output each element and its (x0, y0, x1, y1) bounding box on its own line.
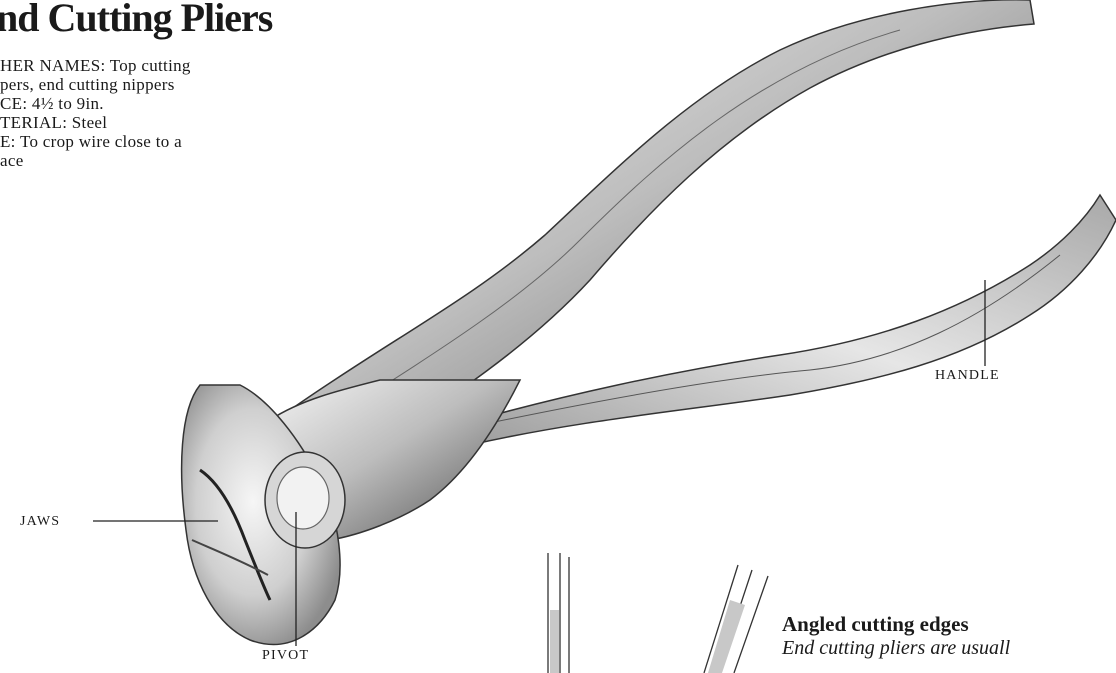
spec-other-names: HER NAMES: Top cutting (0, 56, 320, 75)
spec-list: HER NAMES: Top cutting pers, end cutting… (0, 56, 320, 170)
caption-text: End cutting pliers are usuall (782, 637, 1116, 659)
spec-material: TERIAL: Steel (0, 113, 320, 132)
angled-edge-sketch (704, 565, 768, 673)
spec-use: E: To crop wire close to a (0, 132, 320, 151)
pivot-rivet (265, 452, 345, 548)
spec-use-cont: ace (0, 151, 320, 170)
caption-heading: Angled cutting edges (782, 612, 969, 637)
spec-other-names-cont: pers, end cutting nippers (0, 75, 320, 94)
pivot-label: PIVOT (262, 648, 309, 664)
straight-edge-sketch (548, 553, 569, 673)
spec-size: CE: 4½ to 9in. (0, 94, 320, 113)
jaws-label: JAWS (20, 514, 60, 530)
handle-label: HANDLE (935, 368, 1000, 384)
page-title: nd Cutting Pliers (0, 0, 272, 41)
